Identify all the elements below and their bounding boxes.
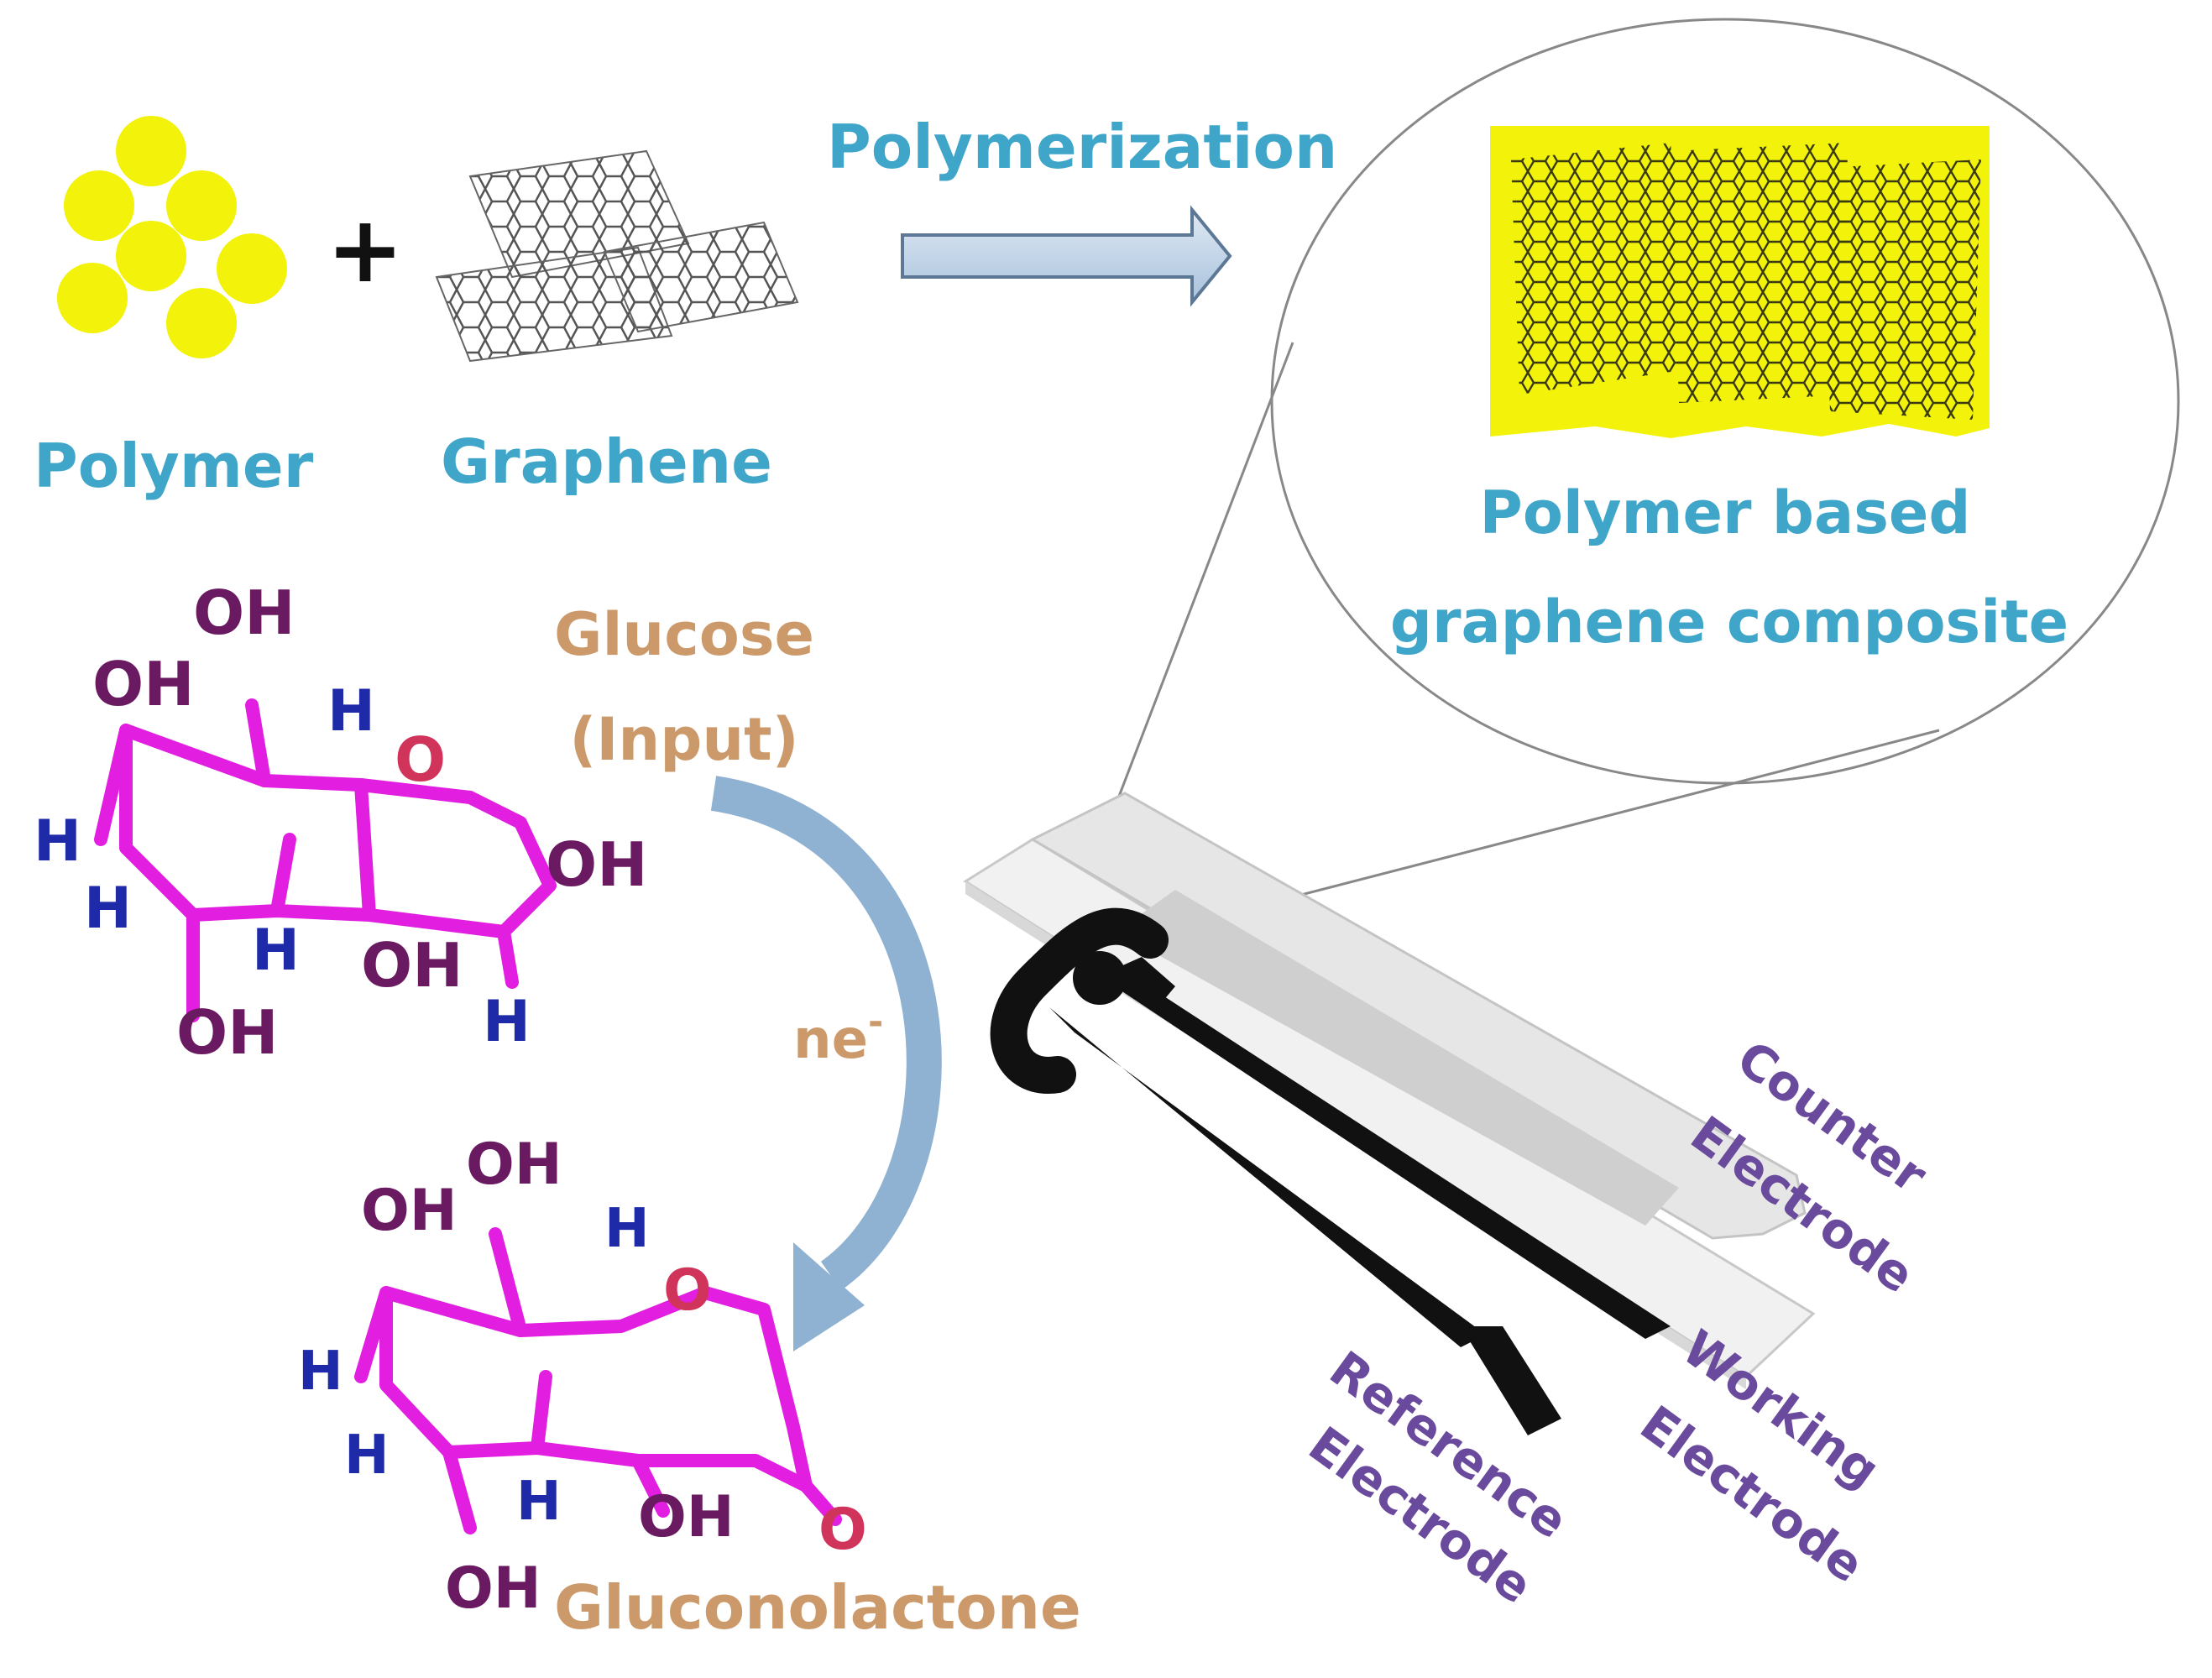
polymer-particles-icon [57, 116, 287, 358]
glucose-atom-h-left2: H [84, 876, 132, 942]
glucose-atom-oh-mid: OH [361, 930, 463, 1001]
gluconolactone-atom-oh-left: OH [361, 1178, 458, 1244]
gluconolactone-atom-o-ring: O [663, 1257, 712, 1324]
gluconolactone-label: Gluconolactone [554, 1572, 1081, 1643]
glucose-atom-h-bottom-right: H [483, 989, 531, 1055]
gluconolactone-structure: OH OH H O H H H OH O OH [298, 1132, 867, 1622]
gluconolactone-atom-oh-mid: OH [638, 1484, 735, 1550]
glucose-atom-oh-top: OH [193, 578, 295, 648]
glucose-label-line1: Glucose [554, 600, 814, 669]
graphene-sheets-icon [437, 151, 797, 361]
reaction-curved-arrow-icon [714, 793, 924, 1351]
gluconolactone-atom-o-carbonyl: O [818, 1497, 867, 1563]
electrons-label: ne- [793, 1001, 883, 1071]
gluconolactone-atom-h-top: H [604, 1198, 650, 1260]
graphene-label: Graphene [441, 426, 772, 497]
glucose-atom-h-left1: H [34, 808, 81, 875]
gluconolactone-atom-h-left1: H [298, 1341, 343, 1403]
composite-label-line2: graphene composite [1390, 588, 2068, 656]
gluconolactone-atom-oh-bottom: OH [445, 1555, 541, 1622]
glucose-label-line2: (Input) [569, 705, 798, 774]
glucose-atom-oh-right: OH [546, 829, 647, 900]
gluconolactone-atom-h-left2: H [344, 1424, 390, 1487]
composite-label-line1: Polymer based [1480, 478, 1971, 547]
glucose-atom-o-ring: O [395, 724, 446, 795]
glucose-atom-oh-bottom: OH [176, 997, 278, 1068]
glucose-atom-h-top: H [327, 678, 375, 745]
gluconolactone-atom-oh-top: OH [466, 1132, 562, 1198]
polymerization-label: Polymerization [827, 112, 1337, 182]
plus-sign: + [327, 196, 404, 303]
composite-zoom-view: Polymer based graphene composite [1272, 19, 2178, 783]
polymer-label: Polymer [34, 431, 314, 501]
electrode-sensor-strip [965, 793, 1813, 1435]
glucose-atom-h-mid: H [252, 917, 300, 984]
glucose-atom-oh-left: OH [92, 649, 194, 719]
gluconolactone-atom-h-mid: H [516, 1471, 562, 1533]
polymerization-arrow-icon [902, 210, 1230, 302]
